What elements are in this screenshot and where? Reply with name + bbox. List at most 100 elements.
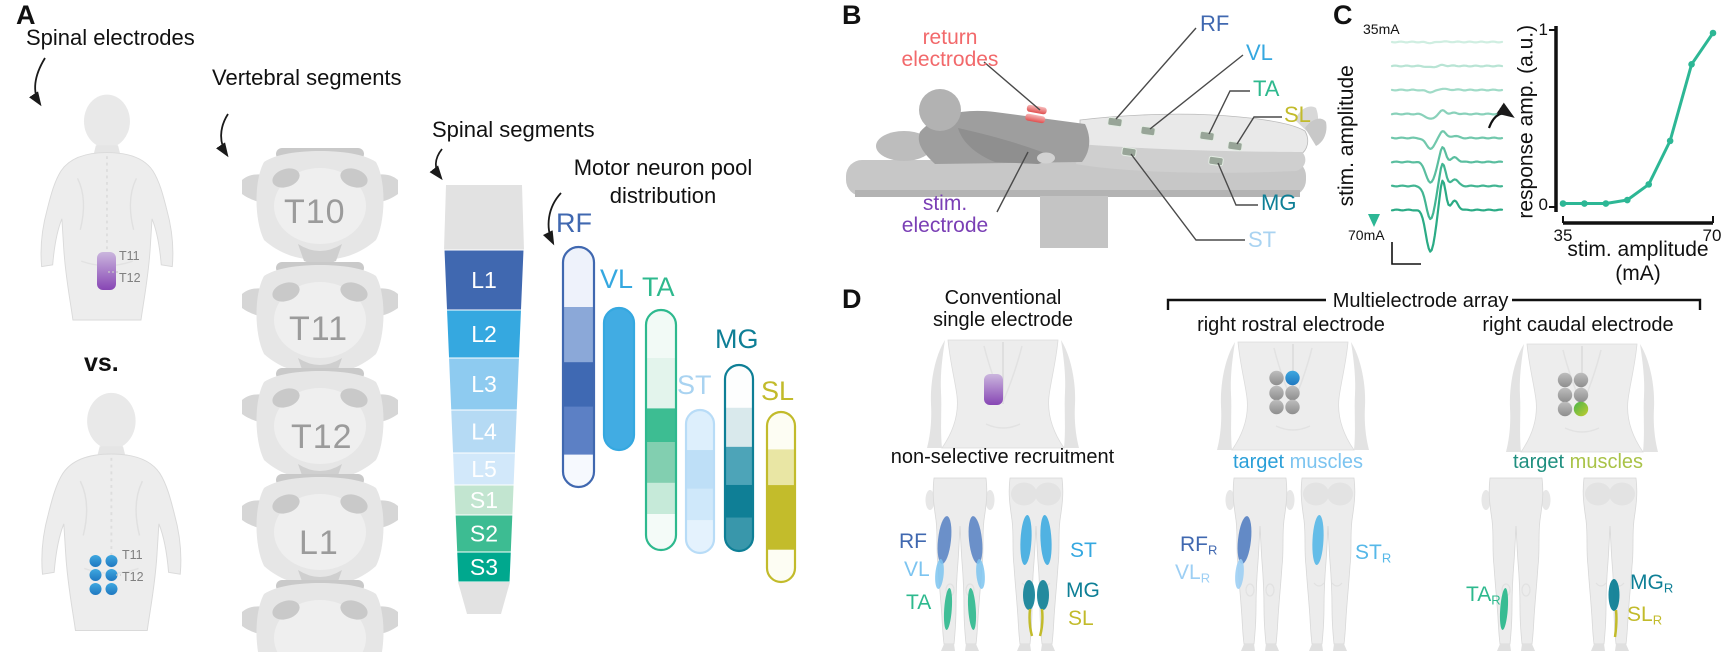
torso-conventional <box>926 339 1080 449</box>
vertebra-label-t11: T11 <box>289 310 349 348</box>
b-muscle-label-sl: SL <box>1284 102 1311 127</box>
return-electrodes-label-1: return <box>922 26 978 49</box>
stim-amplitude-arrow-icon <box>1368 214 1380 227</box>
conventional-title-line2: single electrode <box>932 309 1074 331</box>
motor-pool-capsules <box>561 245 797 584</box>
legs-front-nonselective <box>924 477 996 652</box>
annotation-arrows <box>29 57 562 246</box>
leader-lines <box>983 27 1282 241</box>
patient-head <box>919 89 961 131</box>
d-label-st: ST <box>1070 539 1097 562</box>
return-electrodes-label-2: electrodes <box>901 48 999 71</box>
d-label-sl-r: SLR <box>1627 603 1663 628</box>
svg-text:S3: S3 <box>470 554 498 580</box>
svg-text:L1: L1 <box>471 267 497 293</box>
panel-b-label: B <box>842 0 862 30</box>
legs-back-nonselective <box>1008 477 1064 652</box>
svg-text:L5: L5 <box>471 456 497 482</box>
b-muscle-label-rf: RF <box>1200 11 1230 36</box>
target-word: target <box>1232 451 1285 473</box>
vs-label: vs. <box>84 349 119 377</box>
capsule-label-st: ST <box>677 370 712 400</box>
d-label-rf-r: RFR <box>1180 533 1218 558</box>
trace-y-axis-label: stim. amplitude <box>1335 65 1359 207</box>
svg-text:L3: L3 <box>471 371 497 397</box>
xtick-70: 70 <box>1702 226 1722 245</box>
curve-x-axis-label: stim. amplitude (mA) <box>1567 238 1709 285</box>
spinal-segments-title: Spinal segments <box>432 117 595 142</box>
panel-c-label: C <box>1333 0 1353 30</box>
vertebra-label-t10: T10 <box>284 193 346 231</box>
curve-y-axis-label: response amp. (a.u.) <box>1514 24 1538 219</box>
conventional-title-line1: Conventional <box>944 287 1062 309</box>
capsule-label-sl: SL <box>761 376 795 406</box>
curved-arrow-icon <box>1487 102 1515 129</box>
scale-bar <box>1391 242 1421 265</box>
vertebra-label-l1: L1 <box>299 524 339 562</box>
b-muscle-label-mg: MG <box>1261 190 1297 215</box>
level-label-t11-array: T11 <box>122 548 143 562</box>
muscles-word: muscles <box>1289 451 1364 473</box>
patient-arm <box>958 128 1045 164</box>
level-label-t12: T12 <box>119 271 141 285</box>
legs-front-caudal <box>1480 477 1552 652</box>
array-dots-icon <box>1269 370 1300 415</box>
b-muscle-label-st: ST <box>1248 227 1277 252</box>
array-dots-icon <box>89 555 118 595</box>
b-muscle-label-ta: TA <box>1253 76 1280 101</box>
capsule-label-rf: RF <box>556 208 592 238</box>
trace-top-label: 35mA <box>1363 21 1400 37</box>
d-label-sl: SL <box>1068 607 1094 630</box>
d-label-vl: VL <box>904 558 930 581</box>
capsule-label-mg: MG <box>715 324 759 354</box>
svg-text:S1: S1 <box>470 487 498 513</box>
body-single-electrode <box>40 93 174 321</box>
legs-back-caudal <box>1582 477 1638 652</box>
return-electrodes-icon <box>1025 104 1047 124</box>
svg-text:L2: L2 <box>471 321 497 347</box>
capsule-label-ta: TA <box>642 272 675 302</box>
active-rostral-dot <box>1285 370 1300 386</box>
patient-torso <box>918 110 1090 164</box>
active-caudal-dot <box>1573 401 1589 417</box>
d-label-vl-r: VLR <box>1175 561 1211 586</box>
d-label-mg: MG <box>1066 579 1100 602</box>
legs-front-rostral <box>1224 477 1296 652</box>
ytick-0: 0 <box>1538 195 1548 214</box>
svg-text:L4: L4 <box>471 419 497 445</box>
vertebra-label-t12: T12 <box>291 418 353 456</box>
d-label-ta: TA <box>906 591 932 614</box>
recruitment-plot <box>1549 26 1717 225</box>
capsule-label-vl: VL <box>600 264 634 294</box>
single-electrode-icon <box>984 374 1003 405</box>
trace-bottom-label: 70mA <box>1348 227 1385 243</box>
spinal-electrodes-title: Spinal electrodes <box>26 25 195 50</box>
vertebral-segments-title: Vertebral segments <box>212 65 402 90</box>
torso-caudal <box>1505 343 1659 453</box>
multielectrode-array-title: Multielectrode array <box>1332 290 1509 312</box>
d-label-ta-r: TAR <box>1466 583 1501 608</box>
stim-electrode-label-2: electrode <box>901 214 989 237</box>
legs-back-rostral <box>1300 477 1356 652</box>
rostral-title: right rostral electrode <box>1197 314 1385 336</box>
d-label-mg-r: MGR <box>1630 571 1674 596</box>
xtick-35: 35 <box>1553 226 1573 245</box>
torso-rostral <box>1216 341 1370 451</box>
level-label-t12-array: T12 <box>122 570 144 584</box>
nonselective-caption: non-selective recruitment <box>890 446 1115 468</box>
svg-text:S2: S2 <box>470 521 498 547</box>
panel-a-label: A <box>16 0 36 30</box>
target-muscles-caption-caudal: target muscles <box>1478 451 1678 473</box>
d-label-st-r: STR <box>1355 541 1392 566</box>
single-electrode-icon <box>97 252 116 290</box>
b-muscle-label-vl: VL <box>1246 40 1273 65</box>
motor-pool-title-line1: Motor neuron pool <box>573 155 753 180</box>
array-dots-icon <box>1557 372 1589 417</box>
multielectrode-bracket <box>1166 298 1702 310</box>
level-label-t11: T11 <box>119 249 140 263</box>
target-word: target <box>1512 451 1565 473</box>
motor-pool-title-line2: distribution <box>609 183 717 208</box>
